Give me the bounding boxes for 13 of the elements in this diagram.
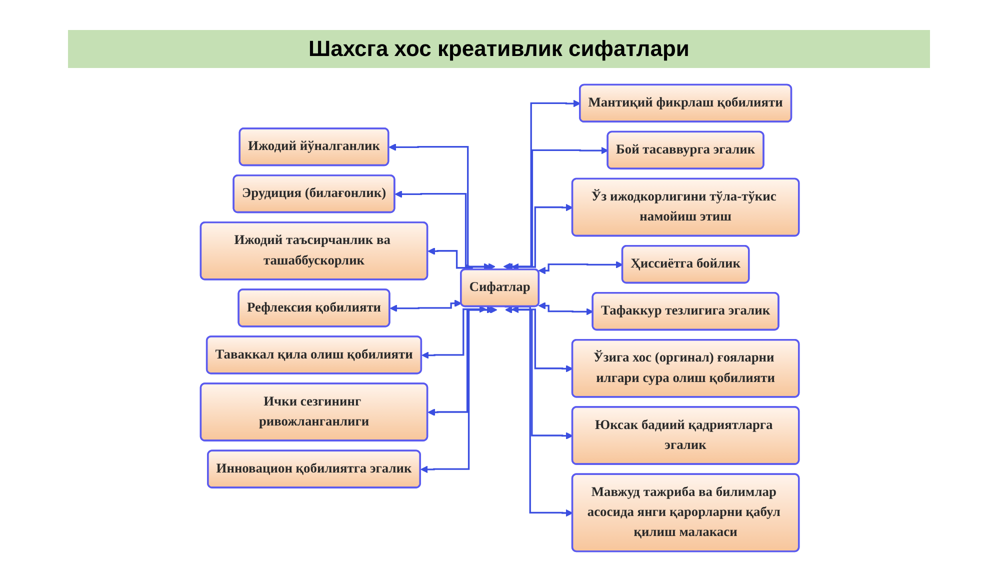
- arrow: [512, 204, 574, 271]
- arrow: [420, 306, 498, 474]
- arrow: [395, 190, 492, 271]
- arrow: [388, 144, 496, 270]
- arrow: [538, 302, 594, 316]
- arrow: [505, 306, 574, 440]
- arrow: [422, 306, 487, 359]
- arrow: [504, 100, 581, 270]
- arrow: [538, 261, 624, 274]
- arrow: [512, 306, 574, 372]
- arrow: [390, 300, 462, 312]
- arrow: [504, 306, 574, 517]
- diagram-title: Шахсга хос креативлик сифатлари: [68, 30, 930, 68]
